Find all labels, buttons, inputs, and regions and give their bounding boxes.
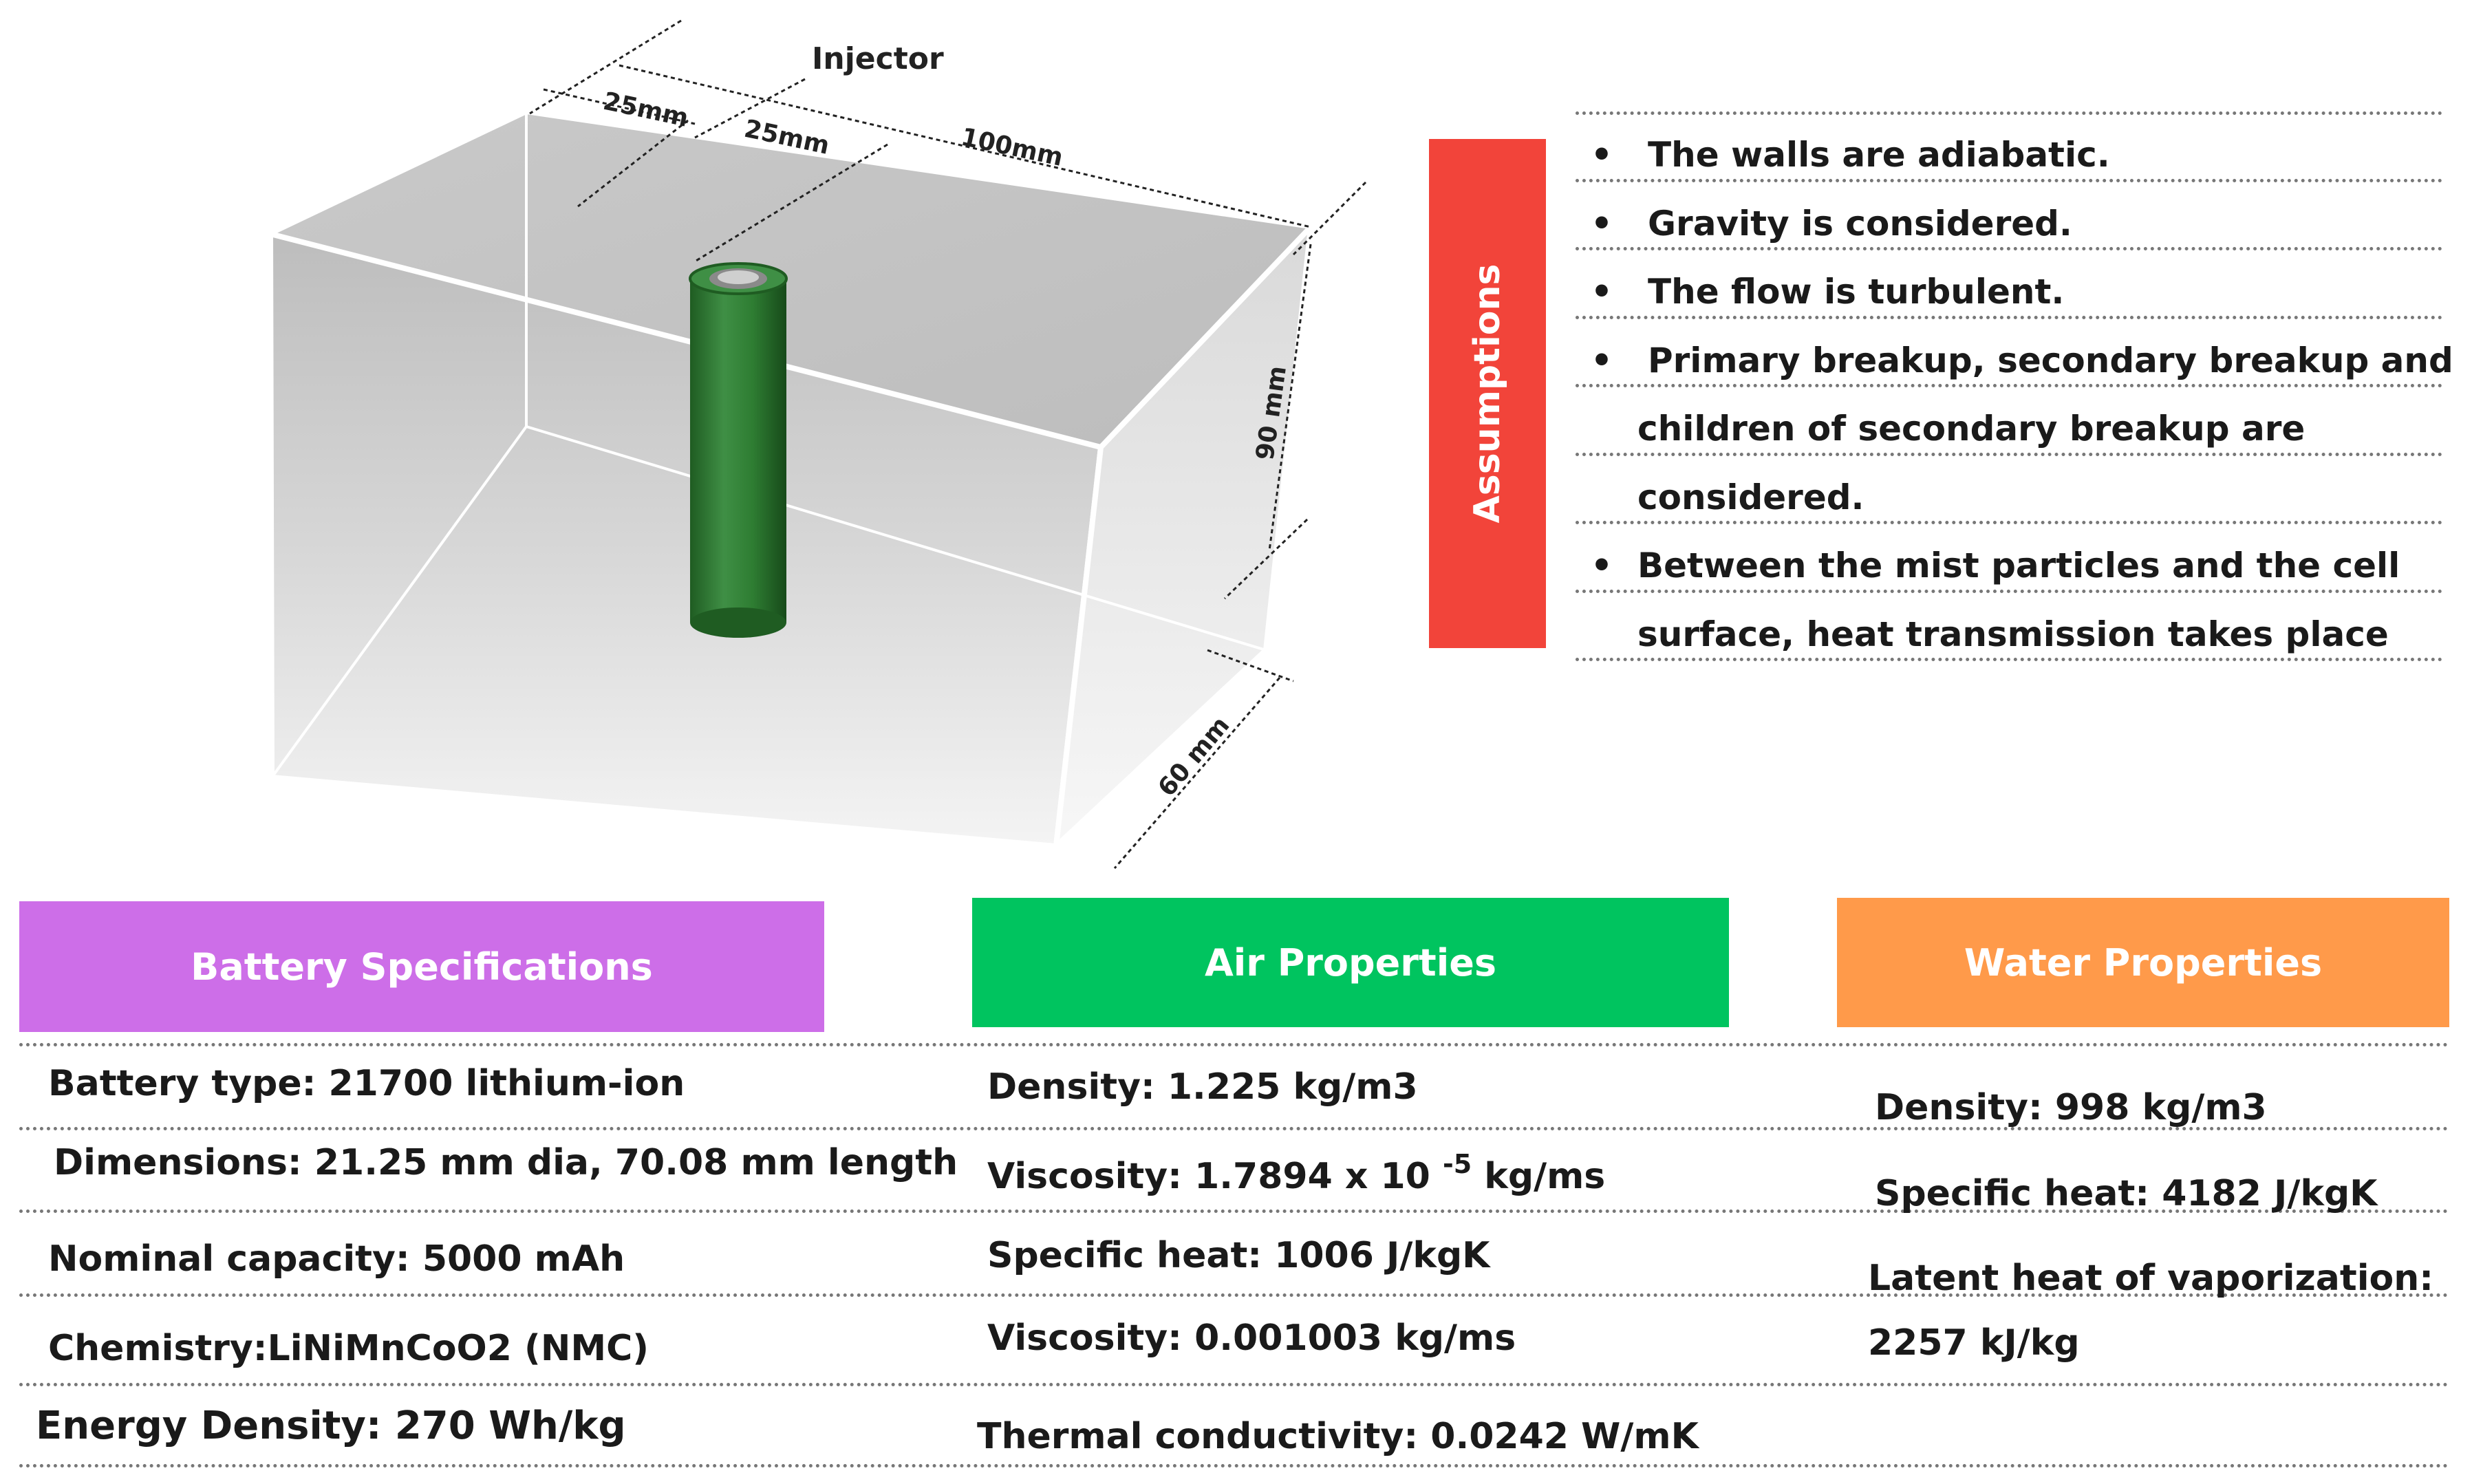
dim-tick-90 <box>1292 181 1367 256</box>
divider <box>19 1383 2449 1386</box>
dim-label-100: 100mm <box>958 123 1065 172</box>
injector-leader <box>694 78 806 139</box>
list-item: •Between the mist particles and the cell <box>1576 524 2442 593</box>
list-item: •Gravity is considered. <box>1576 182 2442 250</box>
battery-capacity: Nominal capacity: 5000 mAh <box>48 1238 625 1280</box>
dim-line-100 <box>619 64 1311 228</box>
divider <box>19 1209 2449 1213</box>
battery-cell <box>689 262 788 638</box>
battery-dimensions: Dimensions: 21.25 mm dia, 70.08 mm lengt… <box>54 1142 958 1183</box>
list-item: •The walls are adiabatic. <box>1576 114 2442 182</box>
water-latent-heat-value: 2257 kJ/kg <box>1868 1322 2080 1364</box>
water-specific-heat: Specific heat: 4182 J/kgK <box>1875 1173 2378 1214</box>
bullet-icon: • <box>1591 546 1613 585</box>
divider <box>19 1293 2449 1297</box>
injector-label: Injector <box>812 41 944 76</box>
assumptions-title: Assumptions <box>1467 264 1508 524</box>
divider <box>19 1043 2449 1046</box>
air-viscosity: Viscosity: 1.7894 x 10 -5 kg/ms <box>987 1149 1606 1197</box>
air-specific-heat: Specific heat: 1006 J/kgK <box>987 1235 1490 1276</box>
bullet-icon: • <box>1591 135 1613 175</box>
battery-specifications-header: Battery Specifications <box>19 901 824 1032</box>
bullet-icon: • <box>1591 272 1613 312</box>
list-item: •Primary breakup, secondary breakup and <box>1576 319 2453 387</box>
bullet-icon: • <box>1591 203 1613 244</box>
dim-tick-60 <box>1207 649 1294 682</box>
assumptions-list: •The walls are adiabatic. •Gravity is co… <box>1576 114 2453 661</box>
bullet-icon: • <box>1591 340 1613 380</box>
dim-line-25a <box>543 88 696 125</box>
water-density: Density: 998 kg/m3 <box>1875 1087 2267 1128</box>
list-item: •The flow is turbulent. <box>1576 250 2442 319</box>
divider <box>1576 111 2442 115</box>
battery-type: Battery type: 21700 lithium-ion <box>48 1063 685 1104</box>
air-thermal-conductivity: Thermal conductivity: 0.0242 W/mK <box>977 1416 1699 1457</box>
dim-leader-25a <box>577 119 689 208</box>
list-item-continuation: children of secondary breakup are <box>1576 387 2442 456</box>
air-properties-header: Air Properties <box>972 898 1729 1027</box>
divider <box>19 1127 2449 1130</box>
list-item-continuation: surface, heat transmission takes place <box>1576 593 2442 661</box>
box-hidden-edge <box>526 425 1267 652</box>
divider <box>19 1464 2449 1467</box>
box-hidden-edge <box>270 425 528 779</box>
air-viscosity-2: Viscosity: 0.001003 kg/ms <box>987 1318 1516 1359</box>
water-properties-header: Water Properties <box>1837 898 2449 1027</box>
dim-line-90 <box>1268 244 1312 551</box>
air-density: Density: 1.225 kg/m3 <box>987 1066 1418 1108</box>
list-item-continuation: considered. <box>1576 456 2442 524</box>
domain-diagram: Injector 25mm 25mm 100mm 90 mm 60 mm <box>264 19 1367 869</box>
battery-energy-density: Energy Density: 270 Wh/kg <box>36 1404 626 1448</box>
water-latent-heat-label: Latent heat of vaporization: <box>1868 1258 2434 1299</box>
dim-tick-90b <box>1223 518 1309 600</box>
assumptions-header: Assumptions <box>1429 139 1546 648</box>
battery-chemistry: Chemistry:LiNiMnCoO2 (NMC) <box>48 1328 649 1369</box>
